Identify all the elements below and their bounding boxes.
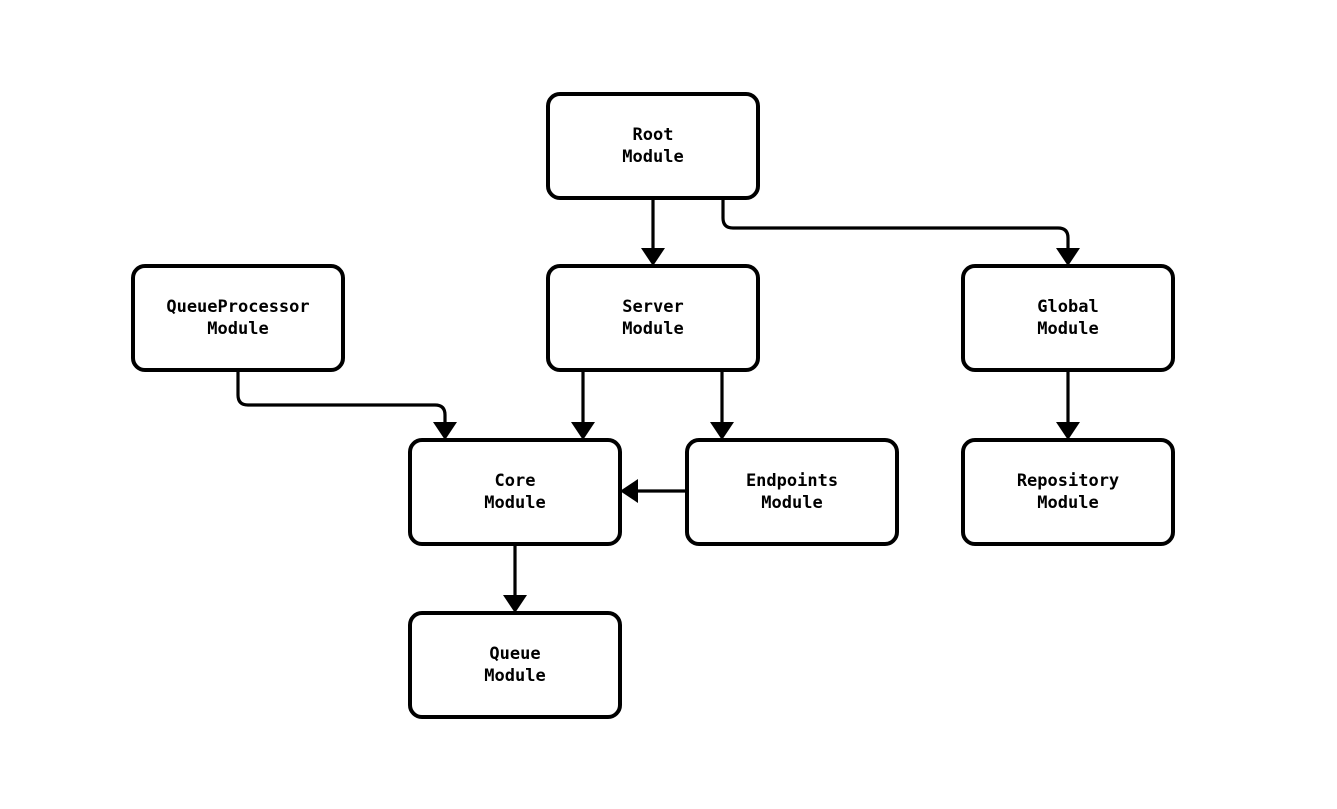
edge-endpoints-to-core	[620, 479, 687, 503]
arrowhead-icon	[433, 422, 457, 440]
node-box[interactable]	[546, 264, 760, 372]
node-box[interactable]	[961, 264, 1175, 372]
edge-server-to-core	[571, 370, 595, 440]
node-label-line1: Core	[495, 471, 536, 491]
edge-core-to-queue	[503, 544, 527, 613]
edge-root-to-global	[721, 198, 1080, 266]
node-label-line1: Global	[1037, 297, 1098, 317]
node-box[interactable]	[131, 264, 345, 372]
node-label-line1: Root	[633, 125, 674, 145]
node-label-line2: Module	[207, 319, 268, 339]
nodes-layer: RootModuleQueueProcessorModuleServerModu…	[131, 92, 1175, 719]
edge-queueprocessor-to-core	[236, 370, 457, 440]
node-box[interactable]	[961, 438, 1175, 546]
arrowhead-icon	[641, 248, 665, 266]
node-box[interactable]	[546, 92, 760, 200]
edge-line	[236, 370, 447, 430]
node-label-line2: Module	[484, 666, 545, 686]
node-label-line1: Repository	[1017, 471, 1119, 491]
node-label-line2: Module	[1037, 319, 1098, 339]
node-label-line1: QueueProcessor	[166, 297, 309, 317]
node-label-line2: Module	[484, 493, 545, 513]
edge-server-to-endpoints	[710, 370, 734, 440]
arrowhead-icon	[1056, 248, 1080, 266]
edge-global-to-repository	[1056, 370, 1080, 440]
arrowhead-icon	[710, 422, 734, 440]
node-label-line1: Endpoints	[746, 471, 838, 491]
node-label-line2: Module	[761, 493, 822, 513]
edges-layer	[236, 198, 1080, 613]
arrowhead-icon	[503, 595, 527, 613]
edge-line	[721, 198, 1070, 256]
node-label-line1: Queue	[489, 644, 540, 664]
node-label-line2: Module	[622, 319, 683, 339]
arrowhead-icon	[620, 479, 638, 503]
node-label-line2: Module	[622, 147, 683, 167]
node-label-line1: Server	[622, 297, 683, 317]
node-box[interactable]	[408, 438, 622, 546]
arrowhead-icon	[1056, 422, 1080, 440]
arrowhead-icon	[571, 422, 595, 440]
node-box[interactable]	[685, 438, 899, 546]
edge-root-to-server	[641, 198, 665, 266]
node-box[interactable]	[408, 611, 622, 719]
node-label-line2: Module	[1037, 493, 1098, 513]
